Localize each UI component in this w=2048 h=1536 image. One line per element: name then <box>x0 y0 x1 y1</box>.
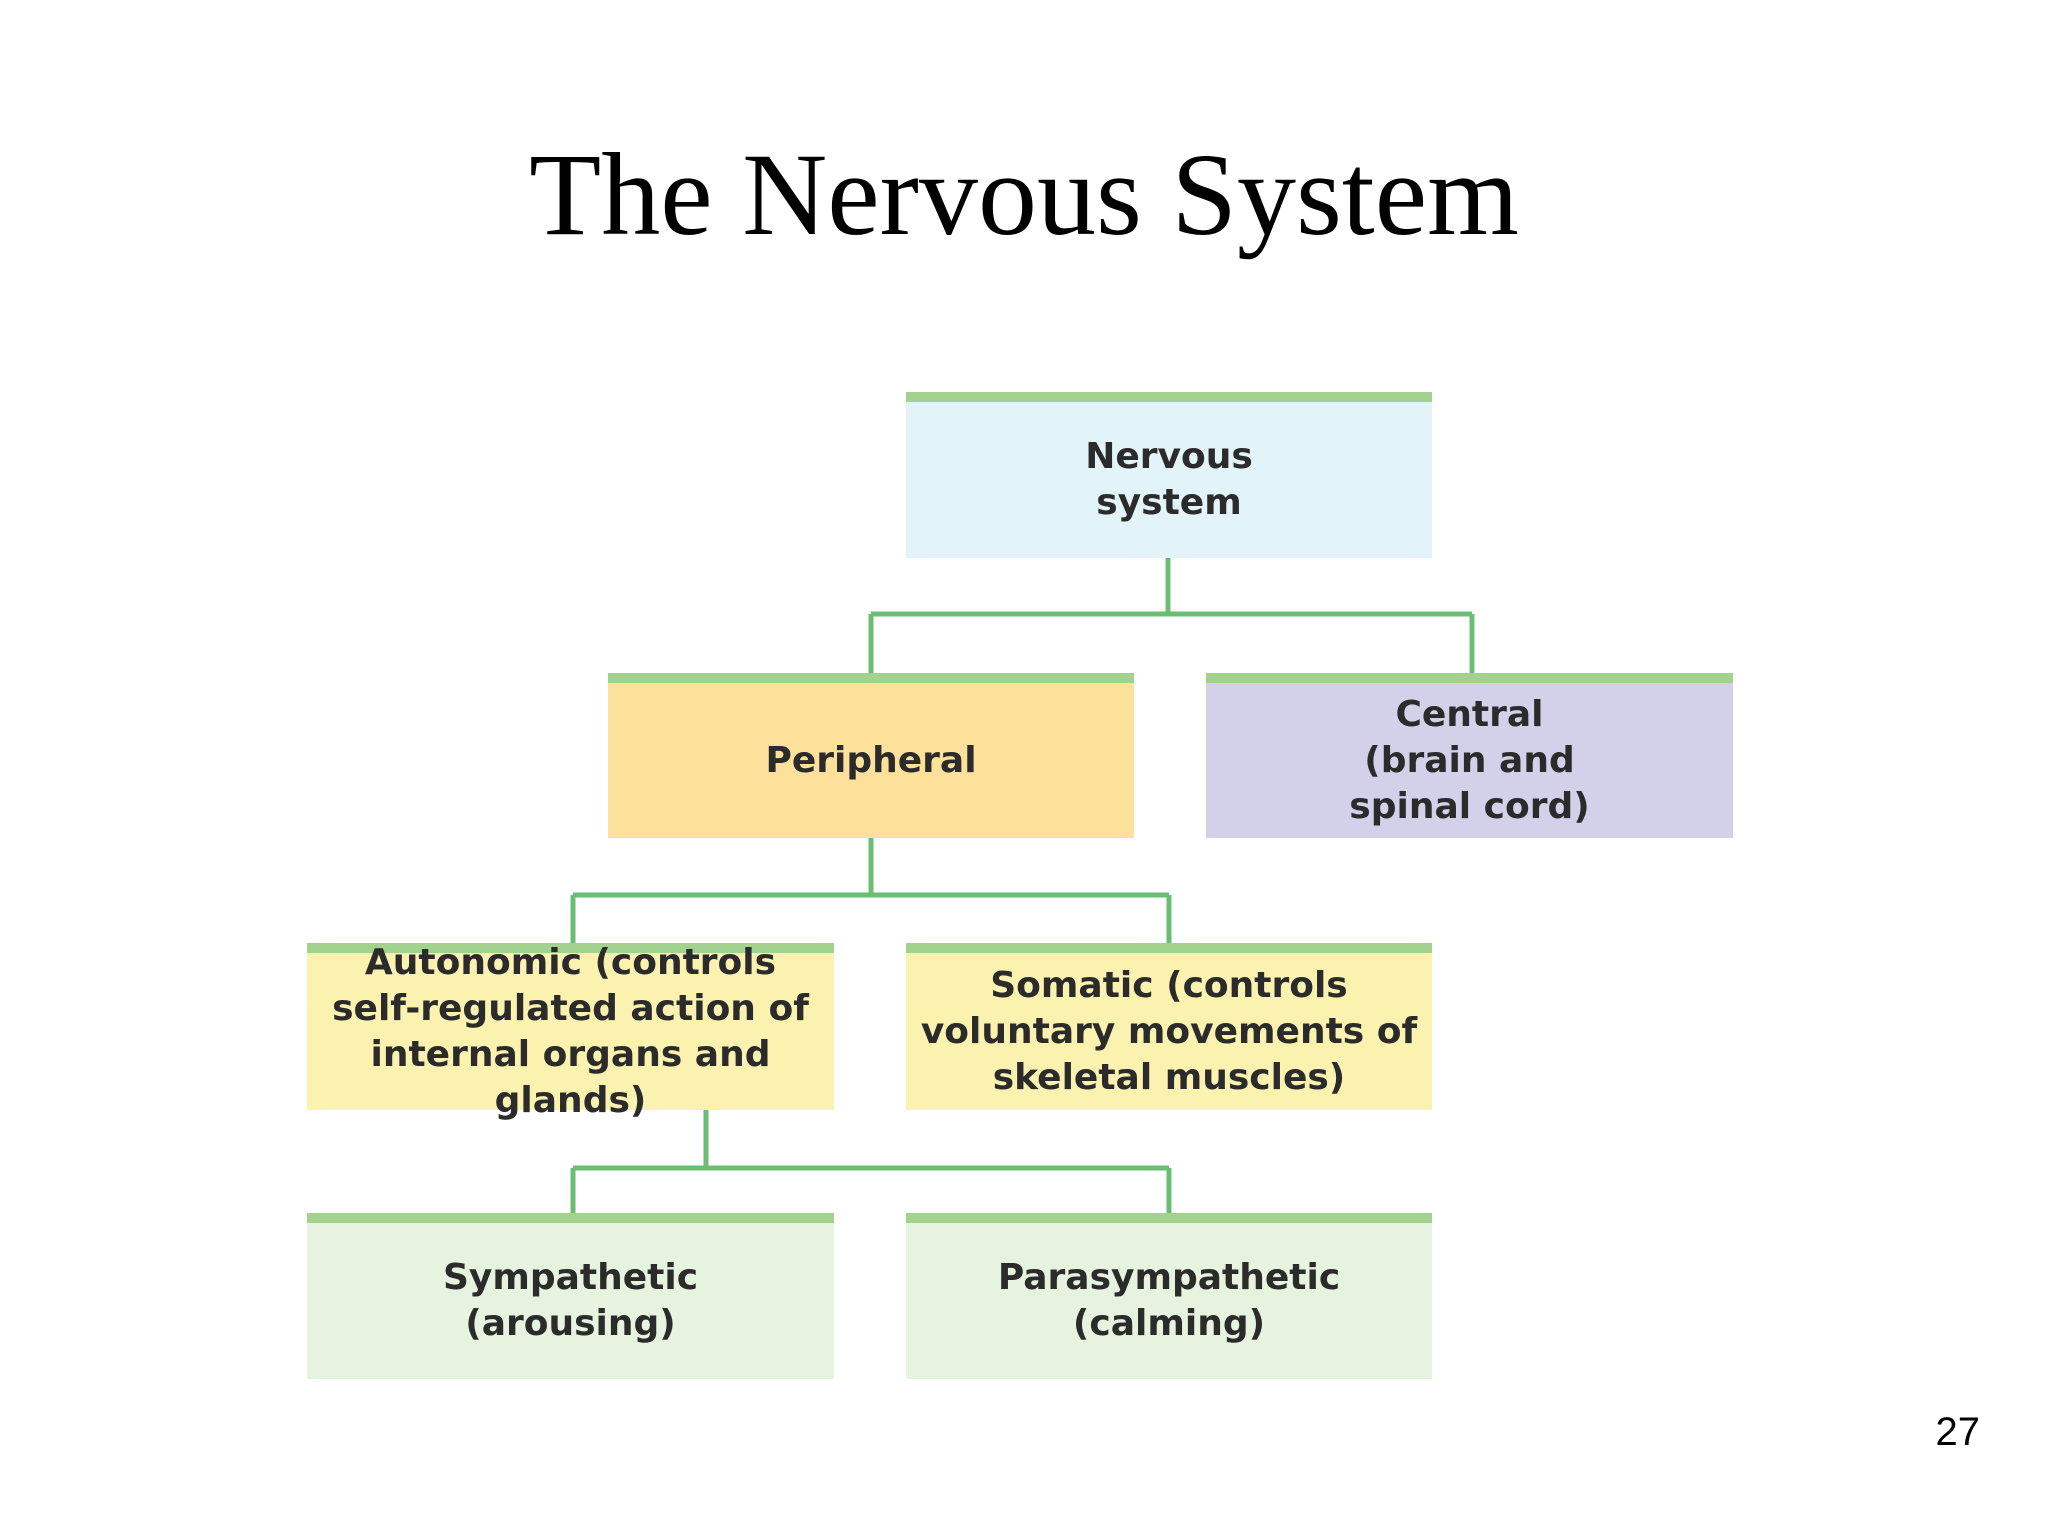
node-nervous-system-label: Nervous system <box>1085 436 1253 523</box>
node-autonomic: Autonomic (controls self-regulated actio… <box>307 942 834 1121</box>
node-parasympathetic: Parasympathetic (calming) <box>906 1213 1432 1379</box>
node-central-label: Central (brain and spinal cord) <box>1349 693 1590 827</box>
node-autonomic-label: Autonomic (controls self-regulated actio… <box>332 941 809 1121</box>
node-peripheral-label: Peripheral <box>765 739 977 781</box>
node-somatic: Somatic (controls voluntary movements of… <box>906 943 1432 1110</box>
node-sympathetic: Sympathetic (arousing) <box>307 1213 834 1379</box>
node-nervous-system: Nervous system <box>906 392 1432 558</box>
node-sympathetic-label: Sympathetic (arousing) <box>442 1257 699 1344</box>
node-parasympathetic-label: Parasympathetic (calming) <box>997 1257 1341 1344</box>
node-central: Central (brain and spinal cord) <box>1206 673 1733 838</box>
node-somatic-label: Somatic (controls voluntary movements of… <box>920 964 1418 1098</box>
node-peripheral: Peripheral <box>608 673 1134 838</box>
slide-title: The Nervous System <box>529 129 1519 260</box>
page-number: 27 <box>1935 1410 1981 1454</box>
